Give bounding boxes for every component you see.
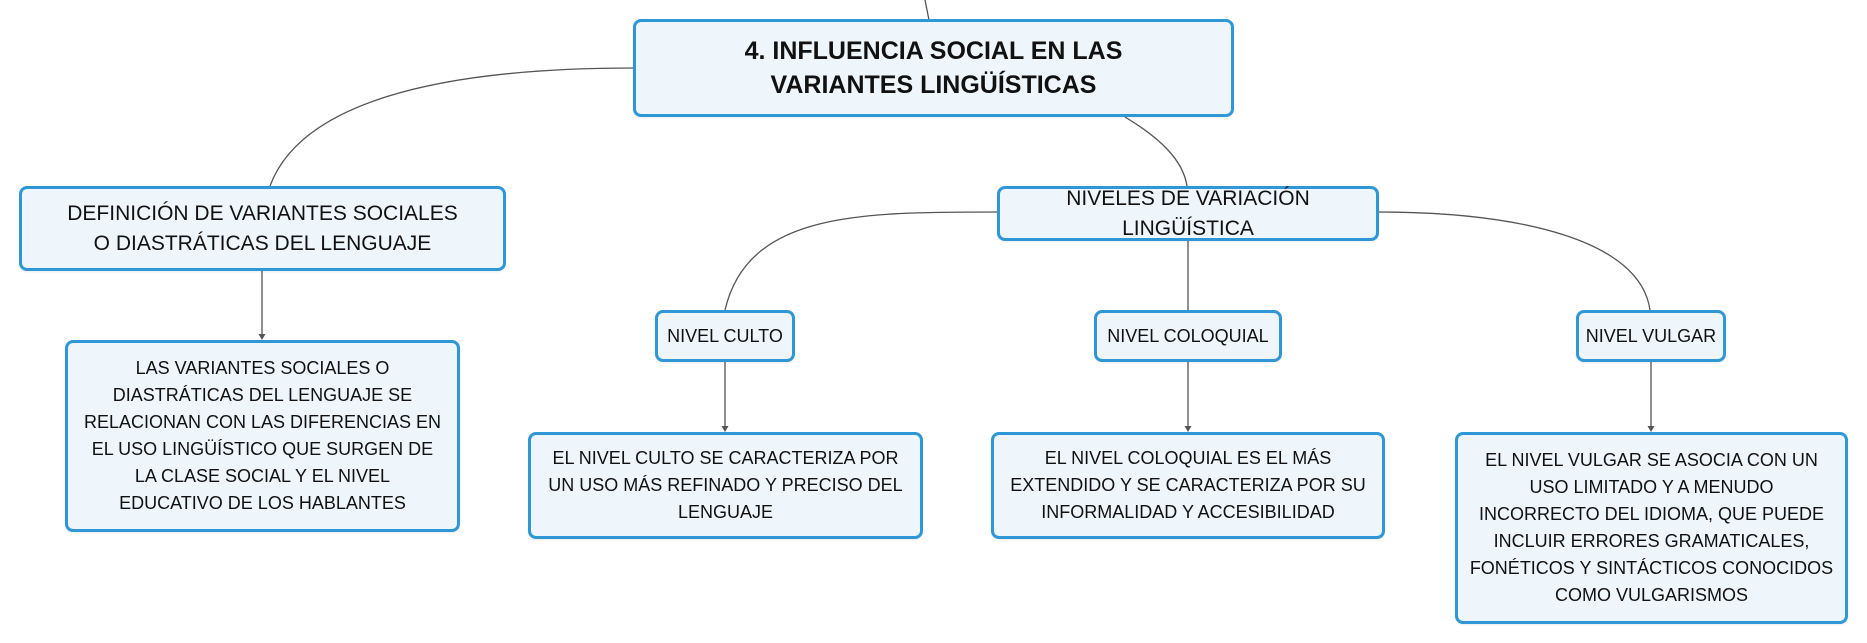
definition-topic-label: DEFINICIÓN DE VARIANTES SOCIALES O DIAST…: [67, 201, 458, 255]
connector-parent-top: [924, 0, 930, 21]
connector-levels-to-culto: [724, 211, 999, 311]
level-coloquial-node[interactable]: NIVEL COLOQUIAL: [1094, 310, 1282, 362]
arrowhead-culto-detail: [721, 426, 729, 432]
level-vulgar-detail-text: EL NIVEL VULGAR SE ASOCIA CON UN USO LIM…: [1469, 450, 1834, 605]
definition-detail-node[interactable]: LAS VARIANTES SOCIALES O DIASTRÁTICAS DE…: [65, 340, 460, 532]
connector-root-to-levels: [1124, 116, 1188, 187]
connector-levels-to-vulgar: [1376, 211, 1651, 311]
levels-topic-label: NIVELES DE VARIACIÓN LINGÜÍSTICA: [1066, 186, 1310, 240]
definition-topic-node[interactable]: DEFINICIÓN DE VARIANTES SOCIALES O DIAST…: [19, 186, 506, 271]
root-topic-node[interactable]: 4. INFLUENCIA SOCIAL EN LAS VARIANTES LI…: [633, 19, 1234, 117]
level-coloquial-detail-text: EL NIVEL COLOQUIAL ES EL MÁS EXTENDIDO Y…: [1010, 448, 1366, 522]
arrowhead-vulgar-detail: [1647, 426, 1655, 432]
level-culto-node[interactable]: NIVEL CULTO: [655, 310, 795, 362]
level-coloquial-label: NIVEL COLOQUIAL: [1107, 326, 1269, 346]
levels-topic-node[interactable]: NIVELES DE VARIACIÓN LINGÜÍSTICA: [997, 186, 1379, 241]
level-culto-detail-text: EL NIVEL CULTO SE CARACTERIZA POR UN USO…: [548, 448, 903, 522]
connector-root-to-definition: [269, 67, 635, 187]
arrowhead-coloquial-detail: [1184, 426, 1192, 432]
level-vulgar-detail-node[interactable]: EL NIVEL VULGAR SE ASOCIA CON UN USO LIM…: [1455, 432, 1848, 624]
level-vulgar-node[interactable]: NIVEL VULGAR: [1576, 310, 1726, 362]
definition-detail-text: LAS VARIANTES SOCIALES O DIASTRÁTICAS DE…: [83, 358, 442, 513]
root-topic-label: 4. INFLUENCIA SOCIAL EN LAS VARIANTES LI…: [744, 37, 1123, 99]
level-culto-label: NIVEL CULTO: [667, 326, 783, 346]
level-coloquial-detail-node[interactable]: EL NIVEL COLOQUIAL ES EL MÁS EXTENDIDO Y…: [991, 432, 1385, 539]
level-culto-detail-node[interactable]: EL NIVEL CULTO SE CARACTERIZA POR UN USO…: [528, 432, 923, 539]
level-vulgar-label: NIVEL VULGAR: [1585, 326, 1717, 346]
arrowhead-definition-detail: [258, 334, 266, 340]
